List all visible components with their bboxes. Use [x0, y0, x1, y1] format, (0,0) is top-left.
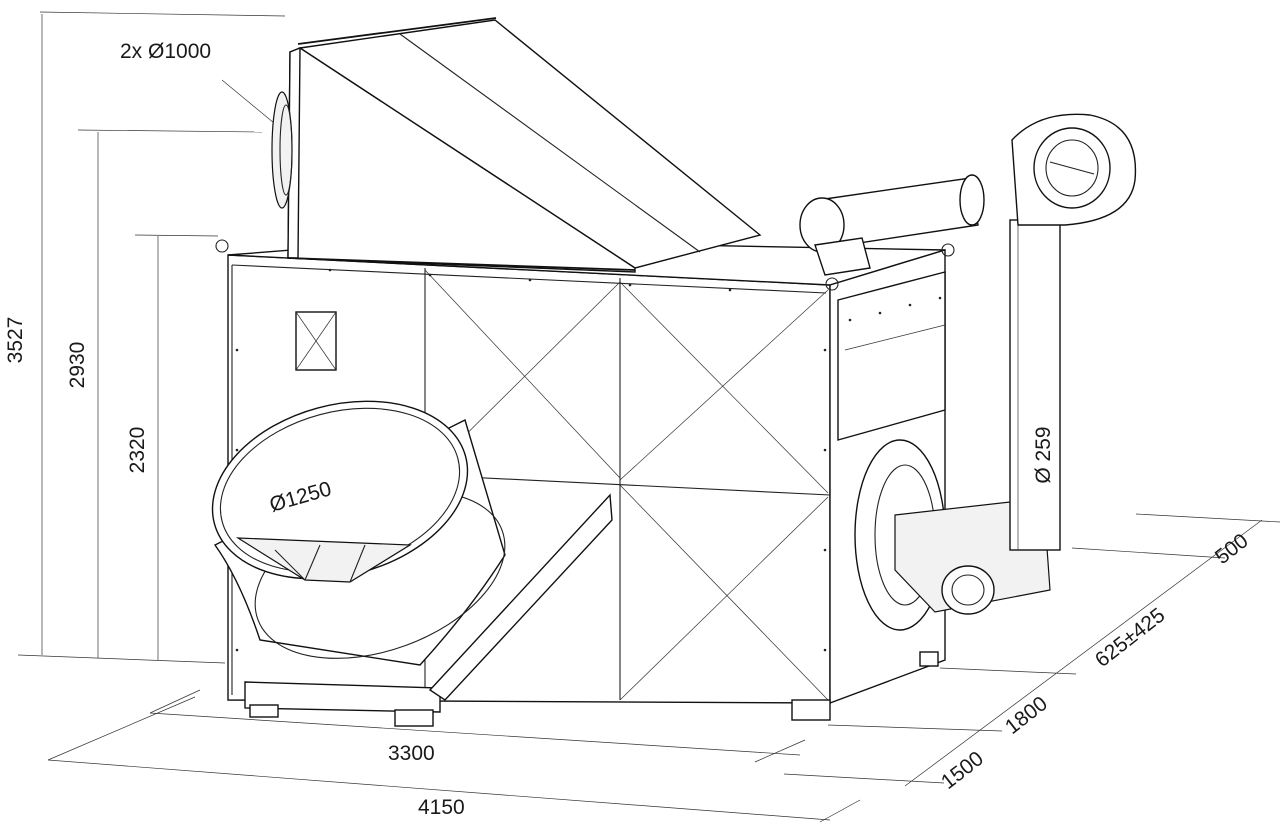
heater-body — [215, 239, 1051, 727]
flue-diameter-label: Ø 259 — [1032, 426, 1055, 483]
dimension-lines — [17, 11, 1281, 823]
depth-offset-label: 500 — [1211, 529, 1253, 569]
flue-assembly — [799, 113, 1137, 551]
body-height-label: 2320 — [126, 427, 149, 474]
overall-height-label: 3527 — [4, 317, 27, 364]
inlet-duct — [211, 400, 613, 701]
body-length-label: 3300 — [388, 742, 435, 765]
body-depth-label: 1800 — [1001, 692, 1052, 739]
overall-length-label: 4150 — [418, 796, 465, 819]
outlet-height-label: 2930 — [66, 342, 89, 389]
outlet-diameter-label: 2x Ø1000 — [120, 40, 211, 63]
frame-depth-label: 1500 — [937, 747, 988, 794]
outlet-hood — [271, 17, 762, 273]
burner-offset-label: 625±425 — [1091, 604, 1169, 672]
